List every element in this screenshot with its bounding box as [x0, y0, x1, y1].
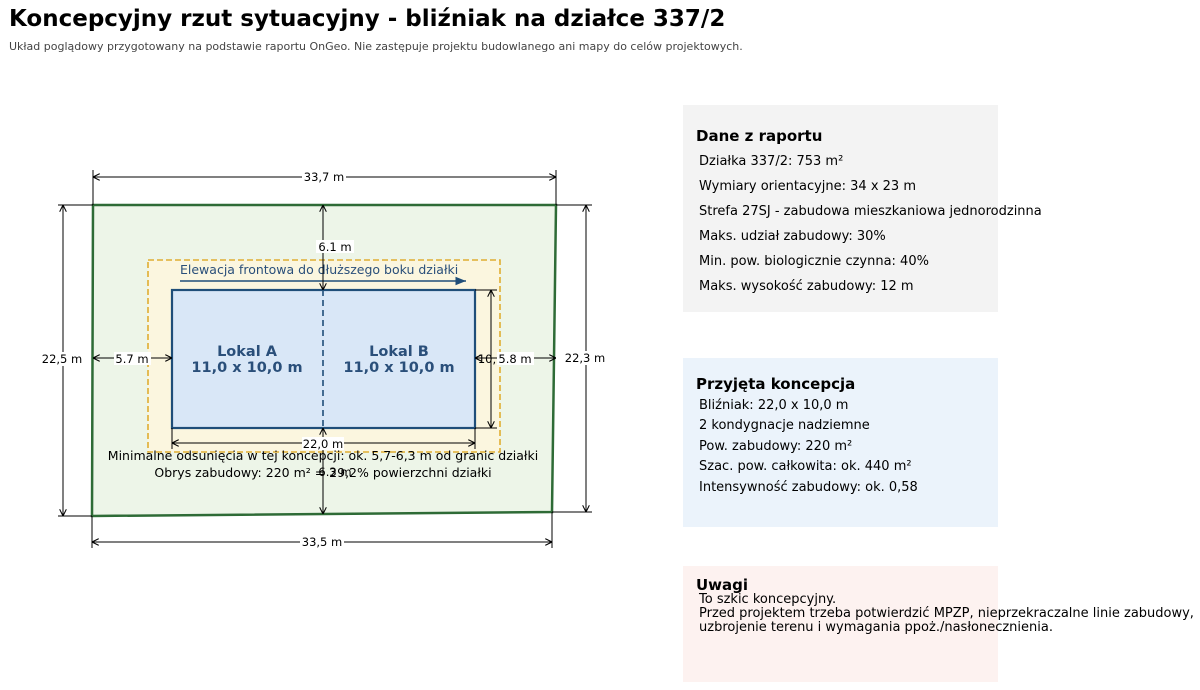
- dim-left-label-bg: [40, 352, 84, 366]
- setback-right-label: 5.8 m: [498, 352, 531, 366]
- elevation-label: Elewacja frontowa do dłuższego boku dzia…: [180, 262, 458, 277]
- unit-b-name: Lokal B: [369, 344, 429, 360]
- dim-top-label-bg: [302, 170, 346, 184]
- report-item: Maks. wysokość zabudowy: 12 m: [699, 279, 914, 294]
- notes-title: Uwagi: [696, 576, 749, 594]
- report-item: Działka 337/2: 753 m²: [699, 154, 844, 169]
- report-item: Wymiary orientacyjne: 34 x 23 m: [699, 179, 916, 194]
- unit-b-size: 11,0 x 10,0 m: [343, 360, 454, 376]
- report-item: Strefa 27SJ - zabudowa mieszkaniowa jedn…: [699, 204, 1042, 219]
- site-plan-diagram: Elewacja frontowa do dłuższego boku dzia…: [40, 170, 607, 549]
- unit-b: [323, 290, 475, 428]
- page-title: Koncepcyjny rzut sytuacyjny - bliźniak n…: [9, 6, 726, 32]
- page-subtitle: Układ poglądowy przygotowany na podstawi…: [9, 40, 743, 53]
- setback-front-label-bg: [316, 240, 354, 253]
- setback-back-label: 6.3 m: [318, 465, 351, 479]
- unit-a: [172, 290, 323, 428]
- report-item: Min. pow. biologicznie czynna: 40%: [699, 254, 929, 269]
- dim-right-label: 22,3 m: [565, 351, 605, 365]
- dim-bottom-label-bg: [300, 535, 344, 549]
- concept-item: Intensywność zabudowy: ok. 0,58: [699, 480, 918, 495]
- notes-line: uzbrojenie terenu i wymagania ppoż./nasł…: [699, 620, 1053, 635]
- unit-a-name: Lokal A: [217, 344, 278, 360]
- dim-left-label: 22,5 m: [42, 352, 82, 366]
- concept-item: Bliźniak: 22,0 x 10,0 m: [699, 398, 849, 413]
- building-width-label-bg: [302, 437, 344, 450]
- notes-line: Przed projektem trzeba potwierdzić MPZP,…: [699, 606, 1194, 621]
- setback-right-extra-label: 10,: [478, 352, 496, 366]
- plan-note-coverage: Obrys zabudowy: 220 m² = 29,2% powierzch…: [154, 465, 491, 480]
- setback-front-label: 6.1 m: [318, 240, 351, 254]
- building-width-label: 22,0 m: [303, 437, 343, 451]
- plan-note-setbacks: Minimalne odsunięcia w tej koncepcji: ok…: [108, 448, 538, 463]
- concept-item: Pow. zabudowy: 220 m²: [699, 439, 853, 454]
- report-item: Maks. udział zabudowy: 30%: [699, 229, 886, 244]
- concept-item: Szac. pow. całkowita: ok. 440 m²: [699, 459, 912, 474]
- setback-left-label-bg: [114, 352, 151, 365]
- dim-top-label: 33,7 m: [304, 170, 344, 184]
- report-data-panel: Dane z raportu Działka 337/2: 753 m² Wym…: [683, 105, 1042, 312]
- setback-right-label-bg: [497, 352, 534, 365]
- concept-panel: Przyjęta koncepcja Bliźniak: 22,0 x 10,0…: [683, 358, 998, 527]
- concept-title: Przyjęta koncepcja: [696, 375, 856, 393]
- dim-right-label-bg: [563, 351, 607, 365]
- setback-left-label: 5.7 m: [115, 352, 148, 366]
- notes-panel: Uwagi To szkic koncepcyjny. Przed projek…: [683, 566, 1194, 682]
- concept-item: 2 kondygnacje nadziemne: [699, 418, 870, 433]
- dim-bottom-label: 33,5 m: [302, 535, 342, 549]
- unit-a-size: 11,0 x 10,0 m: [191, 360, 302, 376]
- report-data-title: Dane z raportu: [696, 127, 823, 145]
- notes-line: To szkic koncepcyjny.: [699, 592, 837, 607]
